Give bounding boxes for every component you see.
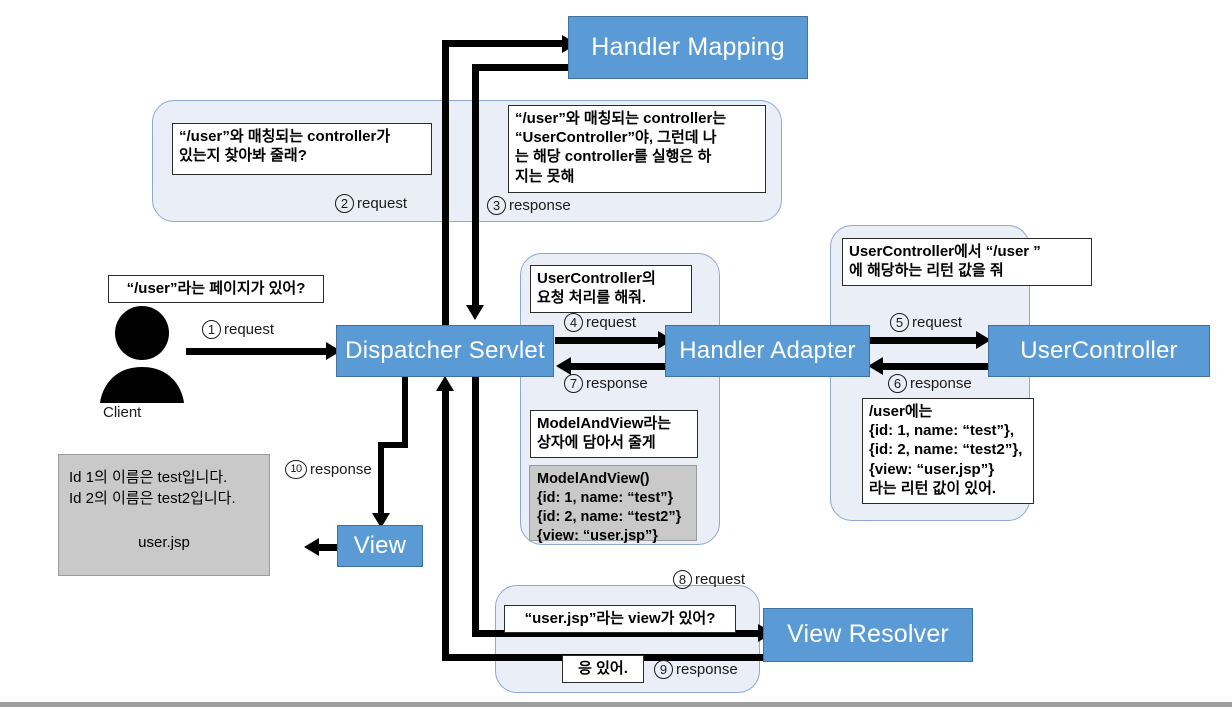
node-user-controller-label: UserController — [1020, 336, 1178, 364]
step-label-8: 8 request — [673, 570, 745, 589]
step-2-text: request — [357, 195, 408, 212]
callout-client-request: “/user”라는 페이지가 있어? — [108, 275, 324, 303]
arrow-9-head — [436, 376, 454, 391]
step-6-numeral: 6 — [888, 374, 907, 393]
step-5-numeral: 5 — [890, 313, 909, 332]
callout-mapping-request: “/user”와 매칭되는 controller가 있는지 찾아봐 줄래? — [172, 123, 432, 175]
callout-resolver-response: 응 있어. — [562, 655, 644, 683]
arrow-9-vline — [442, 390, 449, 658]
step-7-text: response — [586, 375, 648, 392]
step-label-6: 6 response — [888, 374, 972, 393]
callout-controller-response: /user에는 {id: 1, name: “test”}, {id: 2, n… — [862, 398, 1034, 504]
step-6-text: response — [910, 375, 972, 392]
arrow-1-line — [186, 348, 326, 355]
step-8-text: request — [695, 571, 746, 588]
arrow-5-line — [868, 337, 978, 344]
step-10-numeral: 10 — [285, 460, 307, 479]
node-view-resolver[interactable]: View Resolver — [763, 608, 973, 662]
node-handler-adapter[interactable]: Handler Adapter — [665, 325, 870, 377]
arrow-10-vline-bot — [378, 442, 384, 516]
callout-mapping-response: “/user”와 매칭되는 controller는 “UserControlle… — [508, 105, 766, 193]
arrow-8-hline — [472, 630, 762, 637]
step-10-text: response — [310, 461, 372, 478]
client-label: Client — [103, 404, 142, 421]
node-dispatcher-servlet-label: Dispatcher Servlet — [345, 336, 545, 364]
arrow-3-head — [466, 305, 484, 320]
step-3-numeral: 3 — [487, 196, 506, 215]
rendered-page-box: Id 1의 이름은 test입니다. Id 2의 이름은 test2입니다. u… — [58, 454, 270, 576]
step-8-numeral: 8 — [673, 570, 692, 589]
node-handler-mapping-label: Handler Mapping — [591, 32, 785, 61]
arrow-2-hline — [442, 40, 564, 47]
step-label-3: 3 response — [487, 196, 571, 215]
step-9-text: response — [676, 661, 738, 678]
arrow-3-hline — [472, 64, 568, 71]
step-7-numeral: 7 — [564, 374, 583, 393]
step-9-numeral: 9 — [654, 660, 673, 679]
step-4-numeral: 4 — [564, 313, 583, 332]
arrow-view-render-head — [304, 538, 319, 556]
rendered-page-filename: user.jsp — [138, 534, 190, 551]
arrow-8-vline — [472, 376, 479, 637]
step-label-5: 5 request — [890, 313, 962, 332]
node-view-resolver-label: View Resolver — [787, 620, 949, 649]
callout-resolver-request: “user.jsp”라는 view가 있어? — [504, 605, 736, 633]
step-label-9: 9 response — [654, 660, 738, 679]
data-box-model-and-view: ModelAndView() {id: 1, name: “test”} {id… — [529, 465, 697, 544]
arrow-10-head — [372, 513, 390, 528]
node-view[interactable]: View — [337, 525, 423, 567]
step-4-text: request — [586, 314, 637, 331]
bottom-divider — [0, 702, 1232, 707]
step-1-numeral: 1 — [202, 320, 221, 339]
node-view-label: View — [353, 531, 407, 559]
arrow-2-vline — [442, 40, 449, 328]
callout-controller-request: UserController에서 “/user ” 에 해당하는 리턴 값을 줘 — [842, 238, 1092, 286]
arrow-10-vline-top — [402, 376, 408, 446]
node-user-controller[interactable]: UserController — [988, 325, 1210, 377]
arrow-6-line — [882, 363, 990, 370]
step-2-numeral: 2 — [335, 194, 354, 213]
arrow-4-line — [555, 337, 660, 344]
arrow-6-head — [868, 357, 883, 375]
step-label-10: 10 response — [285, 460, 372, 479]
arrow-5-head — [976, 331, 991, 349]
node-handler-adapter-label: Handler Adapter — [679, 336, 856, 364]
step-label-4: 4 request — [564, 313, 636, 332]
step-1-text: request — [224, 321, 275, 338]
step-3-text: response — [509, 197, 571, 214]
callout-adapter-response: ModelAndView라는 상자에 담아서 줄게 — [530, 410, 698, 458]
step-label-1: 1 request — [202, 320, 274, 339]
callout-adapter-request: UserController의 요청 처리를 해줘. — [530, 265, 692, 313]
node-dispatcher-servlet[interactable]: Dispatcher Servlet — [336, 325, 554, 377]
arrow-3-vline — [472, 64, 479, 307]
rendered-page-lines: Id 1의 이름은 test입니다. Id 2의 이름은 test2입니다. — [69, 469, 236, 507]
step-5-text: request — [912, 314, 963, 331]
arrow-10-hline — [378, 442, 408, 448]
step-label-2: 2 request — [335, 194, 407, 213]
arrow-7-head — [556, 357, 571, 375]
client-avatar-icon — [92, 305, 192, 403]
step-label-7: 7 response — [564, 374, 648, 393]
arrow-7-line — [570, 363, 670, 370]
node-handler-mapping[interactable]: Handler Mapping — [568, 16, 808, 79]
